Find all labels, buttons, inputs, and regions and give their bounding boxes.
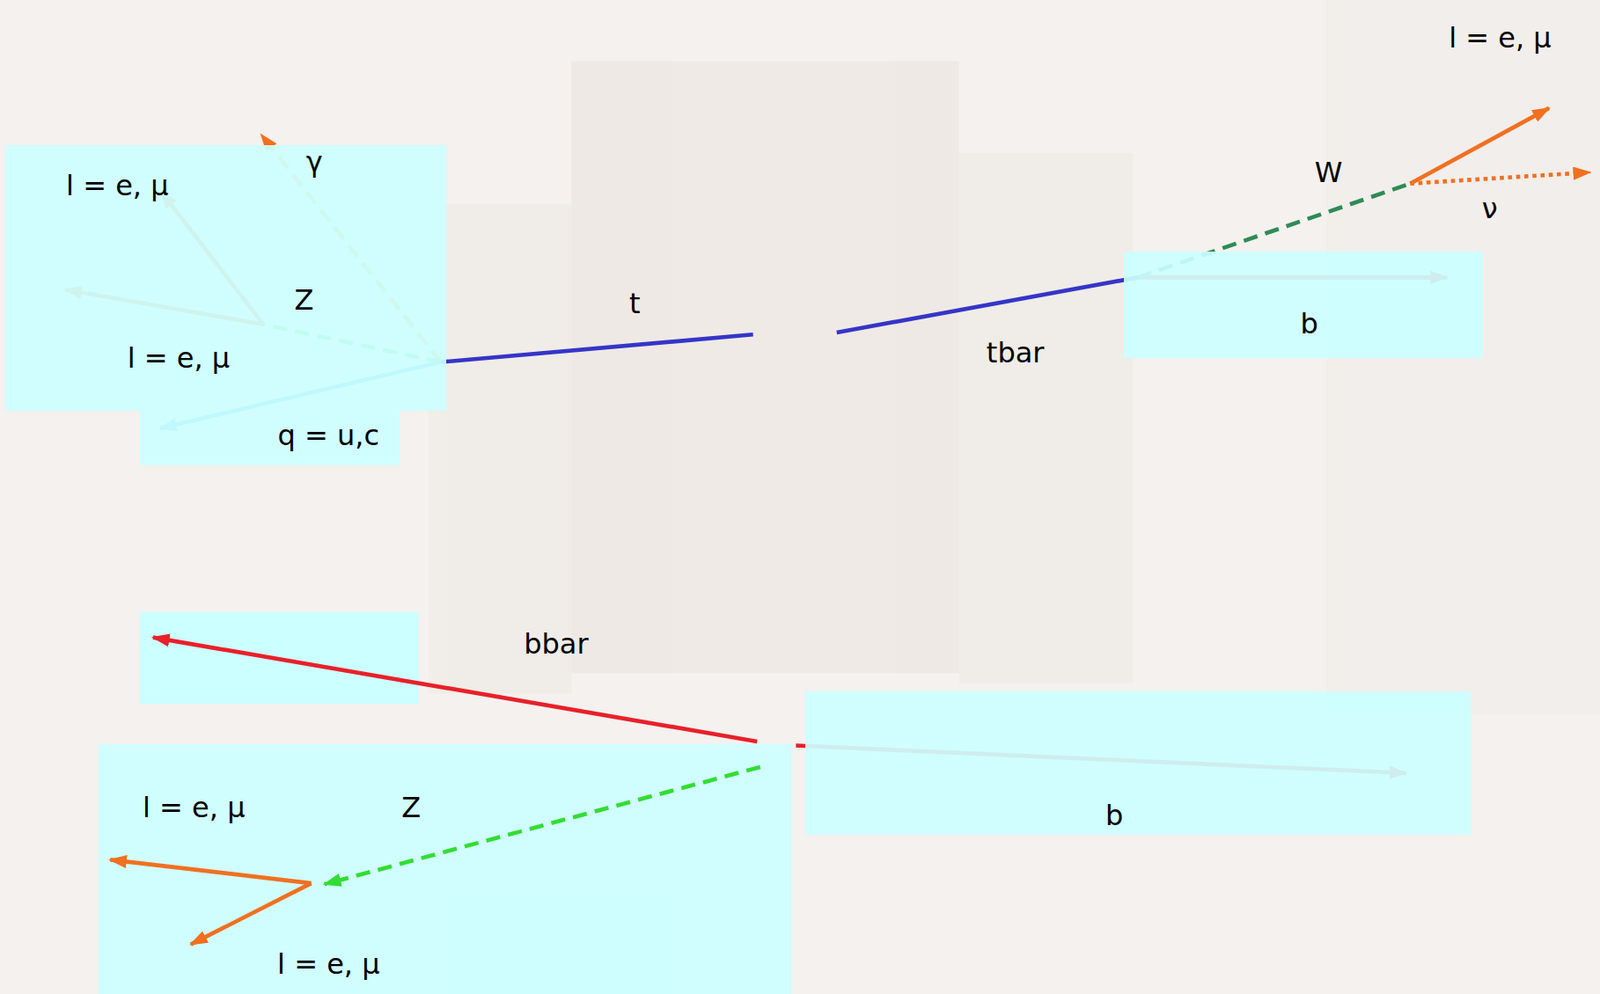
particle-box: b — [1123, 251, 1483, 359]
building-shape — [428, 204, 572, 695]
particle-box: q = u,c — [139, 411, 401, 465]
neutrino-line — [1409, 172, 1590, 184]
building-shape — [959, 153, 1133, 684]
z-boson-line — [324, 767, 761, 885]
particle-label: b — [1105, 800, 1123, 832]
lepton-line — [1409, 108, 1549, 184]
particle-box: b — [805, 691, 1471, 836]
particle-label: l = e, μ — [277, 949, 380, 981]
particle-label: l = e, μ — [127, 344, 230, 375]
particle-label: γ — [306, 147, 323, 179]
antitop-line — [836, 277, 1138, 333]
building-shape — [571, 61, 960, 675]
particle-label: tbar — [986, 338, 1045, 370]
lepton-line — [190, 883, 312, 946]
top-line — [440, 334, 754, 362]
particle-label: b — [1299, 308, 1318, 340]
particle-label: l = e, μ — [142, 793, 245, 825]
particle-label: l = e, μ — [1448, 22, 1551, 54]
particle-label: Z — [401, 793, 421, 825]
particle-label: W — [1314, 158, 1344, 190]
particle-label: l = e, μ — [66, 171, 169, 203]
particle-label: t — [629, 288, 641, 320]
particle-label: ν — [1482, 193, 1498, 225]
particle-box: γ l = e, μ Zl = e, μ — [5, 145, 447, 412]
particle-label: Z — [294, 285, 315, 316]
lepton-line — [110, 859, 311, 884]
b-quark-line — [153, 638, 757, 742]
particle-label: q = u,c — [278, 421, 381, 453]
background-building — [428, 0, 1600, 715]
particle-box: l = e, μ Zl = e, μ — [98, 744, 791, 994]
particle-label: bbar — [523, 629, 588, 661]
